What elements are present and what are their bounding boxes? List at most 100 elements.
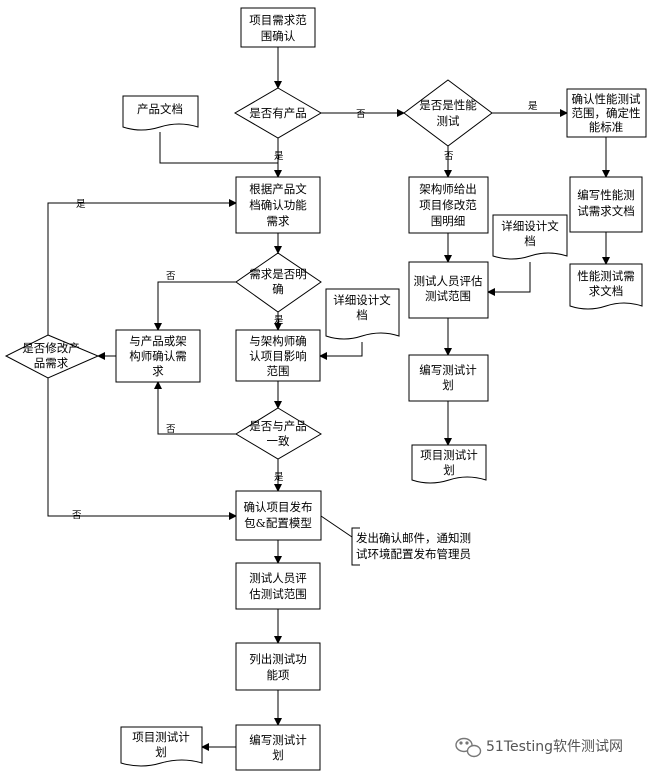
label-modify-yes: 是 [76,199,86,210]
node-email-note-bracket [351,527,360,566]
text-release-pkg-line-1: 确认项目发布 [244,500,313,514]
text-release-pkg: 确认项目发布 包&配置模型 [244,500,313,530]
text-confirm-scope-line-1: 项目需求范 [249,13,307,27]
edge-detaildoc-to-impact [319,342,363,360]
text-release-pkg-line-2: 包&配置模型 [244,516,312,530]
text-is-perf: 是否是性能 测试 [419,98,477,128]
text-confirm-with-pm-line-1: 与产品或架 [129,334,187,348]
text-confirm-impact-line-2: 认项目影响 [249,349,307,363]
text-confirm-impact-line-3: 范围 [267,364,290,378]
node-consistent [235,407,322,460]
node-product-doc [122,95,199,131]
text-detail-doc-mid-line-2: 档 [356,308,368,322]
edges [47,47,610,751]
edge-clear-no [154,281,236,331]
node-req-clear [235,252,322,313]
text-detail-doc-right-line-2: 档 [524,234,536,248]
edge-modify-no [47,378,237,520]
text-list-items-line-1: 列出测试功 [249,652,307,666]
node-perf-doc [569,263,643,310]
text-architect-detail-line-1: 架构师给出 [419,182,477,196]
node-modify-req [4,334,100,379]
text-is-perf-line-1: 是否是性能 [419,98,477,112]
text-confirm-scope: 项目需求范 围确认 [249,13,307,43]
text-confirm-with-pm: 与产品或架 构师确认需 求 [129,334,187,378]
text-write-perf-line-1: 编写性能测 [577,188,635,202]
node-release-pkg [235,490,322,541]
text-write-plan-right-line-1: 编写测试计 [419,363,477,377]
label-modify-no: 否 [72,510,82,521]
edge-labels: 否 是 否 是 否 是 是 否 是 否 [72,101,538,521]
node-confirm-perf [566,88,647,138]
text-perf-doc-line-2: 求文档 [589,284,624,298]
text-write-perf: 编写性能测 试需求文档 [577,188,635,218]
node-confirm-func [235,176,321,234]
text-confirm-func: 根据产品文 档确认功能 需求 [249,182,307,228]
node-list-items [235,642,321,691]
text-plan-doc-line-1: 项目测试计 [132,730,190,744]
node-confirm-impact [235,329,321,382]
text-consistent-line-2: 一致 [267,434,290,448]
nodes: 项目需求范 围确认 是否有产品 产品文档 根据产品文 档确认功能 需求 需求是否… [4,7,647,771]
label-consistent-no: 否 [166,424,176,435]
text-consistent: 是否与产品 一致 [249,419,307,448]
watermark: 51Testing软件测试网 [455,737,623,758]
text-has-product: 是否有产品 [249,106,307,120]
label-clear-no: 否 [166,271,176,282]
label-clear-yes: 是 [274,315,284,326]
text-confirm-with-pm-line-3: 求 [152,364,164,378]
text-confirm-perf-line-3: 能标准 [589,120,624,134]
label-hasproduct-no: 否 [356,109,366,120]
text-confirm-func-line-2: 档确认功能 [249,198,307,212]
text-detail-doc-mid: 详细设计文 档 [333,293,391,322]
text-confirm-perf-line-2: 范围，确定性 [572,106,641,120]
text-plan-doc: 项目测试计 划 [132,730,190,759]
text-confirm-perf: 确认性能测试 范围，确定性 能标准 [572,92,641,134]
text-confirm-impact-line-1: 与架构师确 [249,334,307,348]
text-write-plan: 编写测试计 划 [249,733,307,762]
text-confirm-func-line-3: 需求 [267,214,290,228]
label-consistent-yes: 是 [274,472,284,483]
text-confirm-with-pm-line-2: 构师确认需 [129,349,187,363]
text-req-clear-line-1: 需求是否明 [249,267,307,281]
label-perf-yes: 是 [528,101,538,112]
text-req-clear-line-2: 确 [272,282,284,296]
text-architect-detail-line-3: 围明细 [431,214,466,228]
node-plan-doc [120,726,203,767]
text-perf-doc-line-1: 性能测试需 [577,269,635,283]
text-architect-detail-line-2: 项目修改范 [419,198,477,212]
text-detail-doc-right: 详细设计文 档 [501,219,559,248]
edge-modify-yes [47,199,237,335]
text-tester-eval-right-line-2: 测试范围 [425,289,471,303]
label-hasproduct-yes: 是 [274,151,284,162]
node-detail-doc-mid [325,288,400,340]
node-architect-detail [408,176,489,234]
node-tester-eval-right [408,261,489,319]
text-req-clear: 需求是否明 确 [249,267,307,296]
text-confirm-perf-line-1: 确认性能测试 [572,92,641,106]
text-tester-eval-right-line-1: 测试人员评估 [414,274,483,288]
text-write-plan-right-line-2: 划 [442,378,454,392]
node-confirm-scope [240,7,316,48]
node-tester-eval [235,562,321,610]
edge-detaildoc-to-evalright [487,262,531,296]
text-detail-doc-mid-line-1: 详细设计文 [333,293,391,307]
text-plan-doc-right: 项目测试计 划 [420,448,478,477]
edge-productdoc-to-main [159,132,278,164]
node-is-perf [403,79,493,147]
label-perf-no: 否 [444,151,454,162]
text-architect-detail: 架构师给出 项目修改范 围明细 [419,182,477,228]
text-detail-doc-right-line-1: 详细设计文 [501,219,559,233]
node-write-plan-right [408,354,489,402]
text-is-perf-line-2: 测试 [437,114,460,128]
text-modify-req-line-2: 品需求 [34,356,69,370]
text-confirm-scope-line-2: 围确认 [261,29,296,43]
text-tester-eval: 测试人员评 估测试范围 [249,571,307,601]
text-list-items-line-2: 能项 [267,668,290,682]
text-write-plan-line-2: 划 [272,748,284,762]
node-has-product [234,87,322,139]
node-confirm-with-pm [115,329,201,383]
text-tester-eval-line-1: 测试人员评 [249,571,307,585]
